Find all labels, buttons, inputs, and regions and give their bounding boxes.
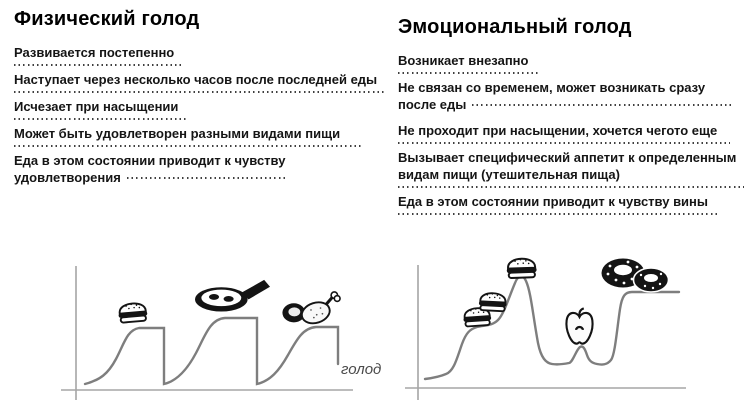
dotted-line — [126, 177, 285, 179]
hamburger-icon — [114, 295, 151, 325]
item-text: Может быть удовлетворен разными видами п… — [14, 126, 341, 141]
item-text: Еда в этом состоянии приводит к чувству … — [14, 153, 286, 185]
physical-hunger-plot: голод — [61, 266, 381, 400]
item-text: Наступает через несколько часов после по… — [14, 72, 378, 87]
dotted-line — [14, 91, 384, 93]
donut-icon — [632, 266, 670, 294]
list-item: Наступает через несколько часов после по… — [14, 71, 386, 93]
dotted-line — [14, 64, 182, 66]
list-item: Еда в этом состоянии приводит к чувству … — [398, 193, 744, 215]
emotional-hunger-chart — [405, 250, 750, 400]
dotted-line — [398, 72, 540, 74]
list-item: Не связан со временем, может возникать с… — [398, 79, 744, 113]
item-text: Исчезает при насыщении — [14, 99, 179, 114]
hunger-curve — [83, 316, 340, 386]
item-text: Развивается постепенно — [14, 45, 175, 60]
hunger-axis-label: голод — [341, 361, 381, 378]
dotted-line — [398, 142, 730, 144]
list-item: Вызывает специфический аппетит к определ… — [398, 149, 744, 188]
physical-hunger-column: Физический голод Развивается постепенно … — [14, 8, 386, 191]
hamburger-icon — [475, 285, 510, 313]
emotional-hunger-plot — [405, 265, 686, 400]
list-item: Еда в этом состоянии приводит к чувству … — [14, 152, 386, 186]
frying-pan-icon — [193, 276, 273, 313]
dotted-line — [398, 186, 744, 188]
item-text: Не проходит при насыщении, хочется чегот… — [398, 123, 718, 138]
dotted-line — [472, 104, 735, 106]
hunger-curve — [423, 275, 681, 381]
item-text: Вызывает специфический аппетит к определ… — [398, 150, 737, 182]
list-item: Возникает внезапно — [398, 52, 744, 74]
physical-hunger-title: Физический голод — [14, 8, 200, 30]
dotted-line — [14, 118, 186, 120]
emotional-hunger-title: Эмоциональный голод — [398, 16, 632, 38]
list-item: Исчезает при насыщении — [14, 98, 386, 120]
dotted-line — [14, 145, 362, 147]
hamburger-icon — [503, 250, 541, 279]
list-item: Развивается постепенно — [14, 44, 386, 66]
list-item: Не проходит при насыщении, хочется чегот… — [398, 122, 744, 144]
emotional-hunger-column: Эмоциональный голод Возникает внезапно Н… — [398, 16, 744, 220]
chicken-drumstick-icon — [281, 289, 341, 329]
list-item: Может быть удовлетворен разными видами п… — [14, 125, 386, 147]
physical-hunger-chart: голод — [55, 256, 385, 400]
item-text: Возникает внезапно — [398, 53, 529, 68]
dotted-line — [398, 213, 720, 215]
item-text: Еда в этом состоянии приводит к чувству … — [398, 194, 709, 209]
item-text: Не связан со временем, может возникать с… — [398, 80, 706, 112]
apple-icon — [563, 307, 596, 347]
